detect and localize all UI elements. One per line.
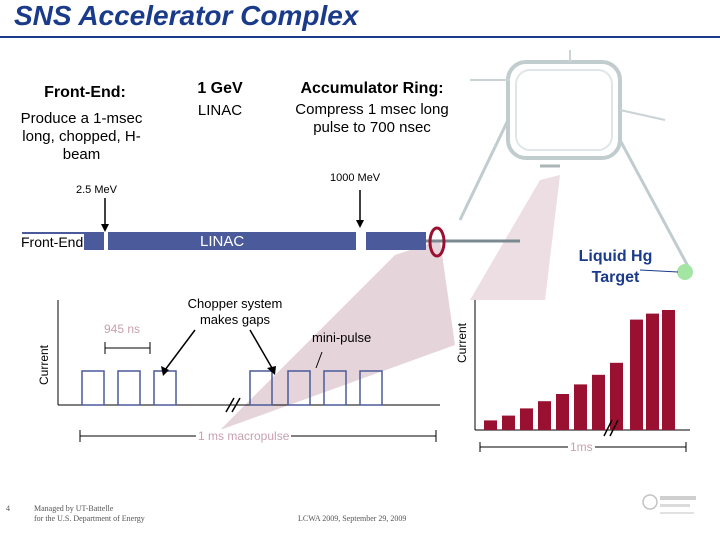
mini-pulse-bar [81, 370, 105, 406]
title-underline [0, 36, 720, 38]
accumulated-pulse-bar [538, 401, 551, 430]
ring-schematic [458, 50, 693, 280]
ns945-label: 945 ns [104, 322, 141, 336]
accumulated-pulse-bar [574, 384, 587, 430]
linac-sub: LINAC [197, 102, 243, 119]
mini-pulse-bar [153, 370, 177, 406]
energy-1000: 1000 MeV [330, 172, 381, 184]
ring-desc: Compress 1 msec long pulse to 700 nsec [295, 101, 449, 136]
mini-pulse-bar [249, 370, 273, 406]
accumulated-pulse-bar [502, 415, 515, 430]
target-green-icon [677, 264, 693, 280]
mini-pulse-bar [117, 370, 141, 406]
accumulated-pulse-bar [630, 319, 643, 430]
current-right-label: Current [455, 323, 469, 364]
mini-pulse-bar [287, 370, 311, 406]
bar-frontend-label: Front-End [20, 234, 85, 250]
page-number: 4 [6, 504, 10, 513]
frontend-heading: Front-End: [44, 84, 126, 101]
accumulated-pulse-bar [556, 394, 569, 430]
bar-linac-label: LINAC [200, 233, 245, 250]
ornl-logo-icon [640, 492, 700, 522]
linac-heading: 1 GeV [197, 80, 243, 97]
accumulated-pulse-bar [592, 374, 605, 430]
current-left-label: Current [37, 345, 51, 386]
beamline-linac [108, 232, 356, 250]
macropulse-label: 1 ms macropulse [196, 429, 292, 443]
funnel-right [470, 175, 560, 300]
right-pulse-group [484, 310, 675, 430]
frontend-desc: Produce a 1-msec long, chopped, H- beam [20, 110, 143, 163]
minipulse-label: mini-pulse [312, 330, 372, 345]
accumulated-pulse-bar [520, 408, 533, 430]
accumulated-pulse-bar [484, 420, 497, 430]
accumulated-pulse-bar [646, 313, 659, 430]
accumulated-pulse-bar [610, 362, 623, 430]
page-title: SNS Accelerator Complex [14, 0, 359, 31]
one-ms-label: 1ms [568, 440, 595, 454]
funnel-left [220, 240, 455, 430]
energy-2-5: 2.5 MeV [76, 184, 117, 196]
managed-line-1: Managed by UT-Battelle [34, 504, 114, 513]
conference-label: LCWA 2009, September 29, 2009 [298, 514, 407, 523]
mini-pulse-bar [359, 370, 383, 406]
ring-heading: Accumulator Ring: [300, 80, 444, 97]
mini-pulse-bar [323, 370, 347, 406]
pulse-marker [428, 226, 446, 258]
target-label: Liquid Hg Target [578, 248, 653, 286]
beamline-seg2 [366, 232, 426, 250]
managed-line-2: for the U.S. Department of Energy [34, 514, 145, 523]
accumulated-pulse-bar [662, 310, 675, 430]
chopper-label: Chopper system makes gaps [187, 296, 283, 327]
